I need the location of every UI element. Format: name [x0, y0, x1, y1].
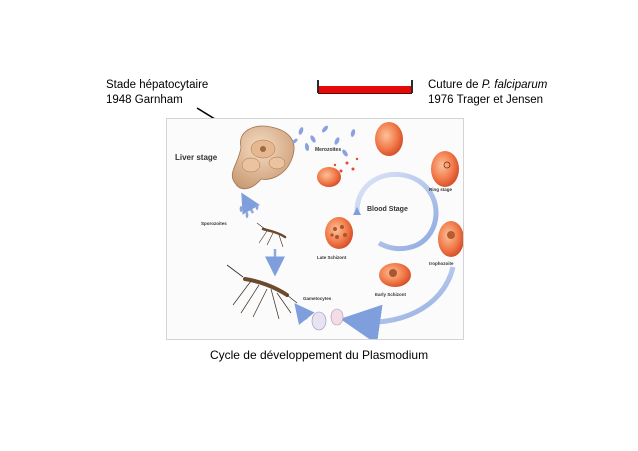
rbc-merozoite	[317, 167, 341, 187]
merozoite-particles	[292, 125, 356, 157]
label-late-schizont: Late Schizont	[317, 255, 347, 260]
gametocyte-2	[330, 308, 344, 326]
mosquito-large-illustration	[226, 264, 298, 320]
label-gametocytes: Gametocytes	[303, 296, 332, 301]
annotation-stage-label: Stade hépatocytaire	[106, 79, 209, 91]
gametocyte-1	[311, 311, 327, 331]
rbc-trophozoite	[438, 221, 463, 257]
timeline-bar	[317, 80, 413, 94]
liver-stage-annotation: Stade hépatocytaire 1948 Garnham	[106, 78, 208, 108]
label-sporozoites: Sporozoites	[201, 221, 227, 226]
culture-annotation: Cuture de P. falciparum 1976 Trager et J…	[428, 78, 547, 108]
schizont-to-gametocyte-arrow	[340, 266, 456, 339]
mosquito-small-illustration	[256, 222, 287, 248]
label-ring-stage: Ring stage	[429, 187, 453, 192]
annotation-culture-date: 1976 Trager et Jensen	[428, 94, 544, 106]
lifecycle-diagram: Liver stage Merozoites Blood Stage Ring …	[166, 118, 464, 340]
liver-illustration	[231, 125, 295, 190]
label-blood-stage: Blood Stage	[367, 206, 408, 213]
annotation-culture-label: Cuture de P. falciparum	[428, 79, 548, 91]
rbc-ring-stage	[431, 151, 459, 187]
label-early-schizont: Early Schizont	[375, 292, 407, 297]
blood-stage-cycle-arrow	[354, 171, 439, 252]
annotation-stage-date: 1948 Garnham	[106, 94, 183, 106]
label-trophozoite: trophozoite	[429, 261, 454, 266]
label-merozoites: Merozoites	[315, 147, 341, 153]
species-name: P. falciparum	[481, 79, 548, 91]
figure-caption: Cycle de développement du Plasmodium	[209, 348, 429, 362]
label-liver-stage: Liver stage	[175, 153, 218, 162]
rbc-top	[375, 122, 403, 156]
rbc-late-schizont	[325, 217, 353, 249]
